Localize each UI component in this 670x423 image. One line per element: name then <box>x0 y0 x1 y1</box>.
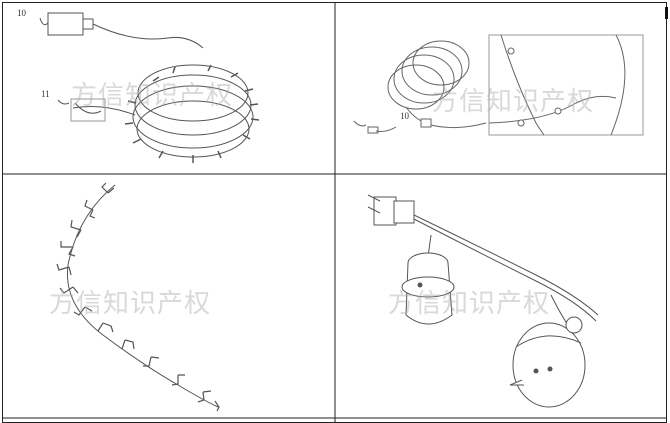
panel-reindeer-string: 方信知识产权 <box>3 175 334 417</box>
coil-detail-drawing <box>353 34 644 136</box>
reference-label-10: 10 <box>17 8 26 18</box>
panel-snowman-string: 方信知识产权 <box>336 175 666 417</box>
panel-coiled-string: 10 11 方信知识产权 <box>3 3 334 173</box>
panel-coil-detail: 10 方信知识产权 <box>336 3 666 173</box>
reindeer-string-drawing <box>56 182 220 412</box>
reference-label-10: 10 <box>400 111 409 121</box>
snowman-string-drawing <box>367 194 599 408</box>
reference-label-11: 11 <box>41 89 50 99</box>
coiled-string-drawing <box>39 12 260 163</box>
